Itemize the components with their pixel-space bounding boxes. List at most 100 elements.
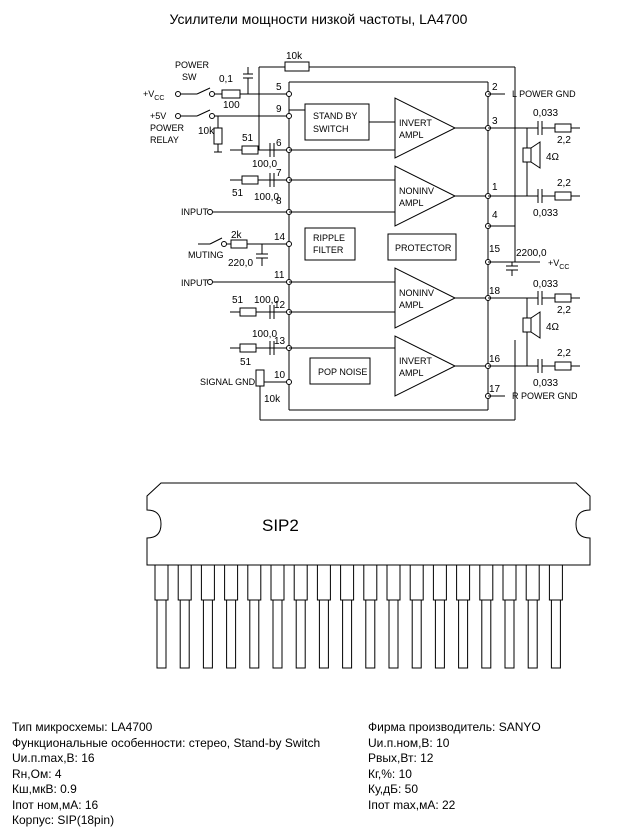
spec-left: Uи.п.max,В: 16 <box>12 751 95 765</box>
label-r22-b: 2,2 <box>557 178 571 189</box>
package-pin <box>409 564 424 601</box>
label-l-power-gnd: L POWER GND <box>512 89 576 99</box>
pin-3: 3 <box>492 116 498 127</box>
label-sw: SW <box>182 72 197 82</box>
package-pin <box>316 564 331 601</box>
package-label: SIP2 <box>262 516 299 535</box>
pin-7: 7 <box>276 168 282 179</box>
spec-left: Кш,мкВ: 0.9 <box>12 782 77 796</box>
amp-noninv-2 <box>394 267 457 329</box>
spec-row: Функциональные особенности: стерео, Stan… <box>12 736 632 752</box>
label-speaker-r: 4Ω <box>546 322 560 333</box>
package-pin-lead <box>434 599 445 669</box>
pin-15: 15 <box>489 244 501 255</box>
pop-noise-block <box>309 357 371 385</box>
package-pin <box>293 564 308 601</box>
label-c01: 0,1 <box>219 74 233 85</box>
standby-switch-block <box>304 103 370 141</box>
spec-right <box>368 813 632 829</box>
package-pin <box>340 564 355 601</box>
sip-package <box>146 482 591 566</box>
package-pin-lead <box>504 599 515 669</box>
package-pin-lead <box>318 599 329 669</box>
label-speaker-l: 4Ω <box>546 152 560 163</box>
spec-right: Ку,дБ: 50 <box>368 782 419 796</box>
package-pin <box>177 564 192 601</box>
protector-block <box>387 233 457 261</box>
pin-11: 11 <box>274 270 285 281</box>
label-c100-c: 100,0 <box>254 295 279 306</box>
amp1-label-2: AMPL <box>399 130 424 140</box>
package-pin-lead <box>411 599 422 669</box>
package-pin-lead <box>481 599 492 669</box>
label-r22-c: 2,2 <box>557 305 571 316</box>
pin-9: 9 <box>276 104 282 115</box>
package-pin-lead <box>365 599 376 669</box>
label-r-power-gnd: R POWER GND <box>512 391 578 401</box>
label-c0033-d: 0,033 <box>533 378 558 389</box>
resistor-10k-left <box>213 127 223 145</box>
package-pins <box>154 564 563 669</box>
label-power: POWER <box>175 60 210 70</box>
label-r10k-bot: 10k <box>264 394 281 405</box>
label-vcc: +VCC <box>143 89 164 102</box>
amp3-label-1: NONINV <box>399 288 434 298</box>
label-c0033-c: 0,033 <box>533 279 558 290</box>
label-power-relay-2: RELAY <box>150 135 179 145</box>
spec-right: Iпот max,мА: 22 <box>368 797 456 812</box>
package-pin-lead <box>550 599 561 669</box>
spec-row: Uи.п.max,В: 16 Pвых,Вт: 12 <box>12 751 632 767</box>
pin-18: 18 <box>489 286 501 297</box>
label-c100-a: 100,0 <box>252 159 277 170</box>
label-vcc-right: +VCC <box>548 258 569 271</box>
package-pin-lead <box>527 599 538 669</box>
package-pin <box>386 564 401 601</box>
label-r10k-left: 10k <box>198 126 215 137</box>
package-pin-lead <box>202 599 213 669</box>
label-c2200: 2200,0 <box>516 248 547 259</box>
pin-4: 4 <box>492 210 498 221</box>
package-pin <box>525 564 540 601</box>
label-c0033-b: 0,033 <box>533 208 558 219</box>
pin-6: 6 <box>276 138 282 149</box>
label-r100: 100 <box>223 100 240 111</box>
package-pin <box>432 564 447 601</box>
label-r22-a: 2,2 <box>557 135 571 146</box>
label-5v: +5V <box>150 111 166 121</box>
amp1-label-1: INVERT <box>399 118 432 128</box>
pin-2: 2 <box>492 82 498 93</box>
resistor-10k-top <box>284 61 310 72</box>
spec-right: Uи.п.ном,В: 10 <box>368 735 450 750</box>
pin-8: 8 <box>276 196 282 207</box>
label-c0033-a: 0,033 <box>533 108 558 119</box>
label-r51-a: 51 <box>242 133 254 144</box>
package-pin-lead <box>179 599 190 669</box>
label-r51-b: 51 <box>232 188 244 199</box>
spec-left: Rн,Ом: 4 <box>12 766 62 781</box>
label-r22-d: 2,2 <box>557 348 571 359</box>
pin-16: 16 <box>489 354 501 365</box>
protector-label: PROTECTOR <box>395 243 452 253</box>
page-title: Усилители мощности низкой частоты, LA470… <box>169 11 468 27</box>
spec-left: Iпот ном,мА: 16 <box>12 797 99 812</box>
package-pin <box>200 564 215 601</box>
spec-right: Pвых,Вт: 12 <box>368 751 434 765</box>
standby-label-1: STAND BY <box>313 111 357 121</box>
pin-5: 5 <box>276 82 282 93</box>
label-signal-gnd: SIGNAL GND <box>200 377 256 387</box>
pin-13: 13 <box>274 336 286 347</box>
spec-left: Функциональные особенности: стерео, Stan… <box>12 735 321 750</box>
pin-10: 10 <box>274 370 286 381</box>
label-c100-b: 100,0 <box>254 192 279 203</box>
amp-invert-1 <box>394 97 457 159</box>
package-pin <box>224 564 239 601</box>
speaker-l <box>522 147 532 163</box>
spec-row: Iпот ном,мА: 16 Iпот max,мА: 22 <box>12 798 632 814</box>
amp4-label-2: AMPL <box>399 368 424 378</box>
package-pin <box>154 564 169 601</box>
label-r51-c: 51 <box>232 295 244 306</box>
